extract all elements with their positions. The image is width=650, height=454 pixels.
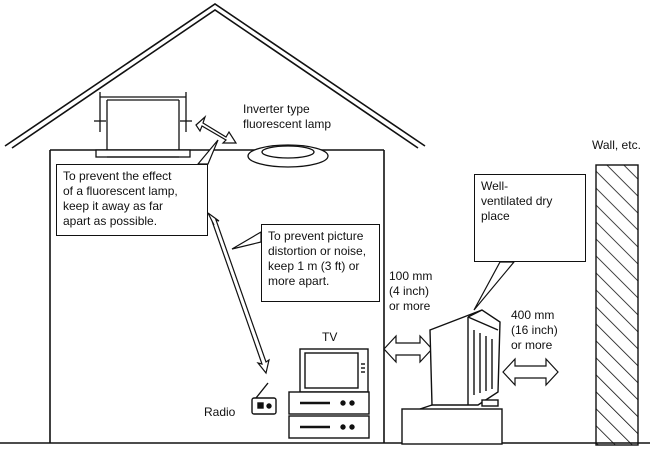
fluorescent-note: To prevent the effect of a fluorescent l… [56, 164, 208, 236]
clearance-100-arrow [383, 334, 433, 364]
wall-label: Wall, etc. [592, 138, 641, 152]
indoor-unit [94, 92, 192, 158]
outdoor-unit [401, 309, 503, 445]
tv-label: TV [322, 330, 338, 344]
distortion-note: To prevent picture distortion or noise, … [261, 224, 380, 302]
fluorescent-lamp [247, 144, 329, 168]
side-wall [595, 164, 639, 446]
clearance-400-label: 400 mm (16 inch) or more [511, 308, 558, 352]
clearance-400-arrow [502, 357, 559, 387]
radio [251, 382, 277, 415]
lamp-distance-arrow [195, 115, 238, 144]
tv-set [288, 348, 370, 439]
placement-note: Well- ventilated dry place [474, 174, 586, 262]
lamp-label: Inverter type fluorescent lamp [243, 102, 332, 131]
clearance-100-label: 100 mm (4 inch) or more [389, 269, 433, 313]
tv-distance-arrow [207, 212, 270, 375]
radio-label: Radio [204, 405, 236, 419]
distortion-note-pointer [231, 230, 262, 250]
fluorescent-note-pointer [196, 139, 219, 165]
placement-note-pointer [473, 261, 516, 311]
